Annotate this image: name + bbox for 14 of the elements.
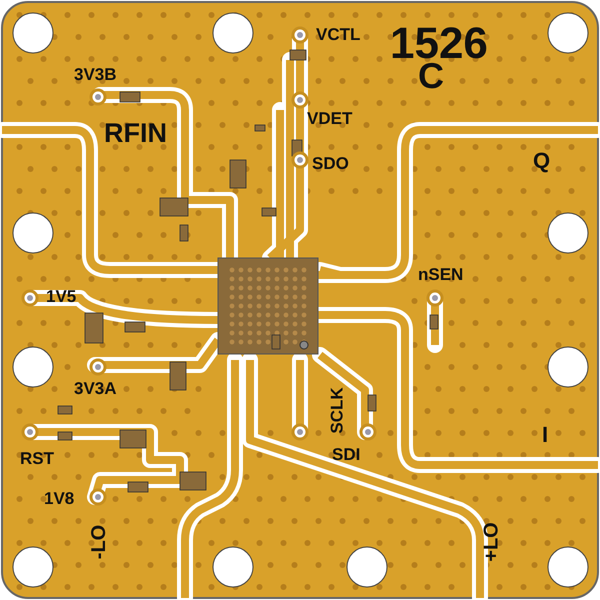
silkscreen-label: VCTL <box>316 26 360 43</box>
silkscreen-label: +LO <box>482 522 502 562</box>
silkscreen-label: -LO <box>89 524 110 560</box>
silkscreen-label: nSEN <box>418 266 464 283</box>
silkscreen-label: 3V3A <box>74 380 117 397</box>
silkscreen-label: SDI <box>332 446 360 463</box>
silkscreen-label: 1V8 <box>44 490 74 507</box>
silkscreen-label: Q <box>533 150 550 172</box>
silkscreen-label: SDO <box>312 155 349 172</box>
silkscreen-label: RST <box>20 450 54 467</box>
silkscreen-label: I <box>542 424 548 446</box>
silkscreen-label: 3V3B <box>74 66 117 83</box>
silkscreen-label: SCLK <box>328 387 346 434</box>
silkscreen-label: RFIN <box>104 120 167 147</box>
